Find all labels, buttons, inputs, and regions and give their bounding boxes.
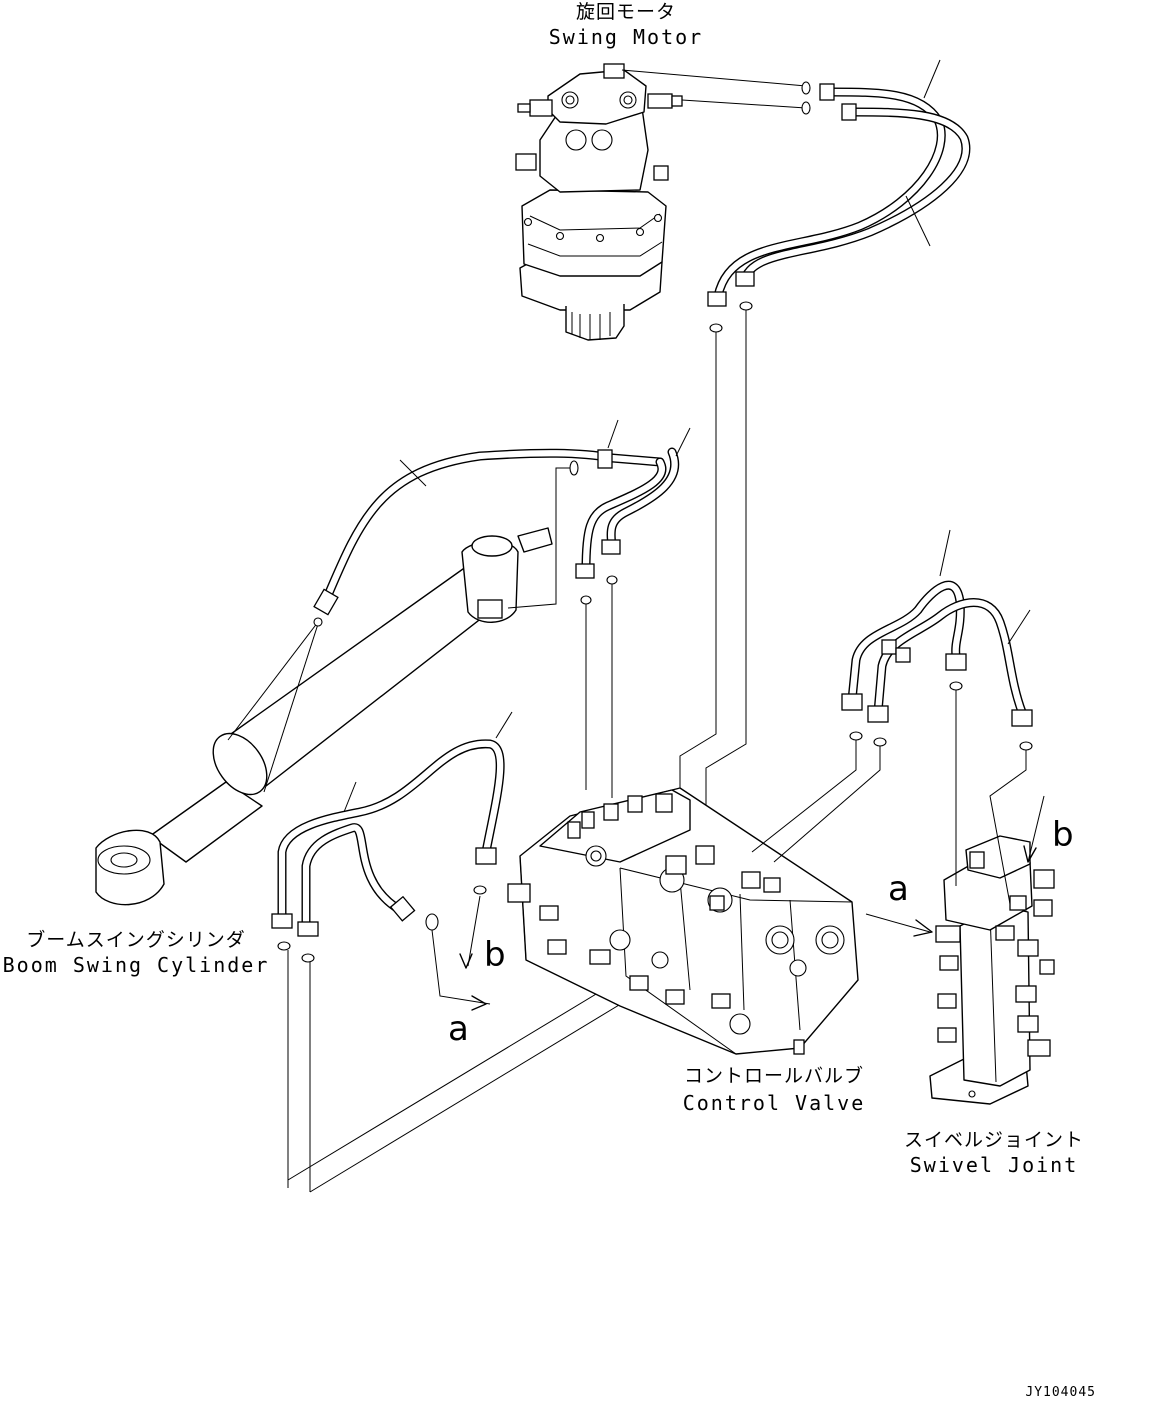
marker-a-left: a — [448, 1009, 469, 1049]
swivel-joint — [865, 795, 1055, 1105]
swing-motor — [515, 63, 811, 341]
boom-cylinder-hoses — [313, 419, 691, 798]
marker-b-right: b — [1052, 815, 1074, 855]
boom-swing-cylinder — [95, 460, 579, 906]
control-valve-label-en: Control Valve — [683, 1091, 866, 1115]
swing-motor-hoses — [679, 59, 971, 866]
boom-cylinder-label-jp: ブームスイングシリンダ — [26, 928, 245, 951]
control-valve — [507, 787, 859, 1055]
marker-b-left: b — [484, 935, 506, 975]
control-valve-label-jp: コントロールバルブ — [684, 1064, 864, 1087]
swing-motor-label-en: Swing Motor — [549, 25, 703, 49]
swivel-joint-label-jp: スイベルジョイント — [904, 1129, 1084, 1151]
swivel-joint-label-en: Swivel Joint — [910, 1153, 1079, 1177]
marker-a-right: a — [888, 869, 909, 909]
boom-cylinder-label-en: Boom Swing Cylinder — [3, 953, 270, 977]
drawing-code: JY104045 — [1025, 1385, 1096, 1400]
swing-motor-label-jp: 旋回モータ — [576, 1, 676, 23]
lower-left-hoses — [271, 711, 627, 1193]
swivel-hoses — [751, 529, 1033, 905]
